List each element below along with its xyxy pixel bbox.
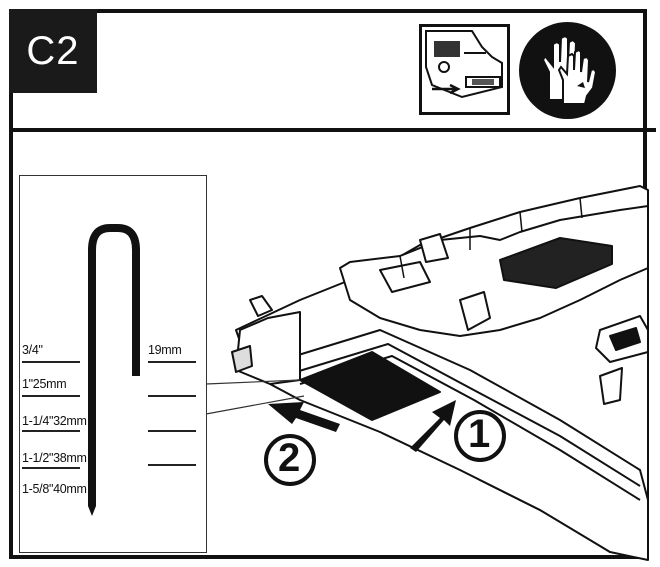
size-label-1-1-4: 1-1/4"32mm <box>22 414 87 428</box>
tick-line <box>22 361 80 363</box>
step-1-number: 1 <box>468 412 491 456</box>
size-label-1-1-2: 1-1/2"38mm <box>22 451 87 465</box>
gloves-icon <box>519 22 616 119</box>
size-label-3-4: 3/4" <box>22 343 43 357</box>
step-label: C2 <box>9 9 97 93</box>
step-2-number: 2 <box>278 436 301 480</box>
size-label-1-5-8: 1-5/8"40mm <box>22 482 87 496</box>
size-label-19mm: 19mm <box>148 343 182 357</box>
tick-line <box>148 395 196 397</box>
staple-outline <box>88 224 140 516</box>
tick-line <box>22 430 80 432</box>
tick-line <box>148 361 196 363</box>
tick-line <box>148 464 196 466</box>
header-divider <box>9 128 656 132</box>
size-label-1in: 1"25mm <box>22 377 67 391</box>
tick-line <box>148 430 196 432</box>
staple-size-scale <box>19 175 207 553</box>
tick-line <box>22 467 80 469</box>
tick-line <box>22 395 80 397</box>
tool-loading-thumbnail <box>419 24 510 115</box>
